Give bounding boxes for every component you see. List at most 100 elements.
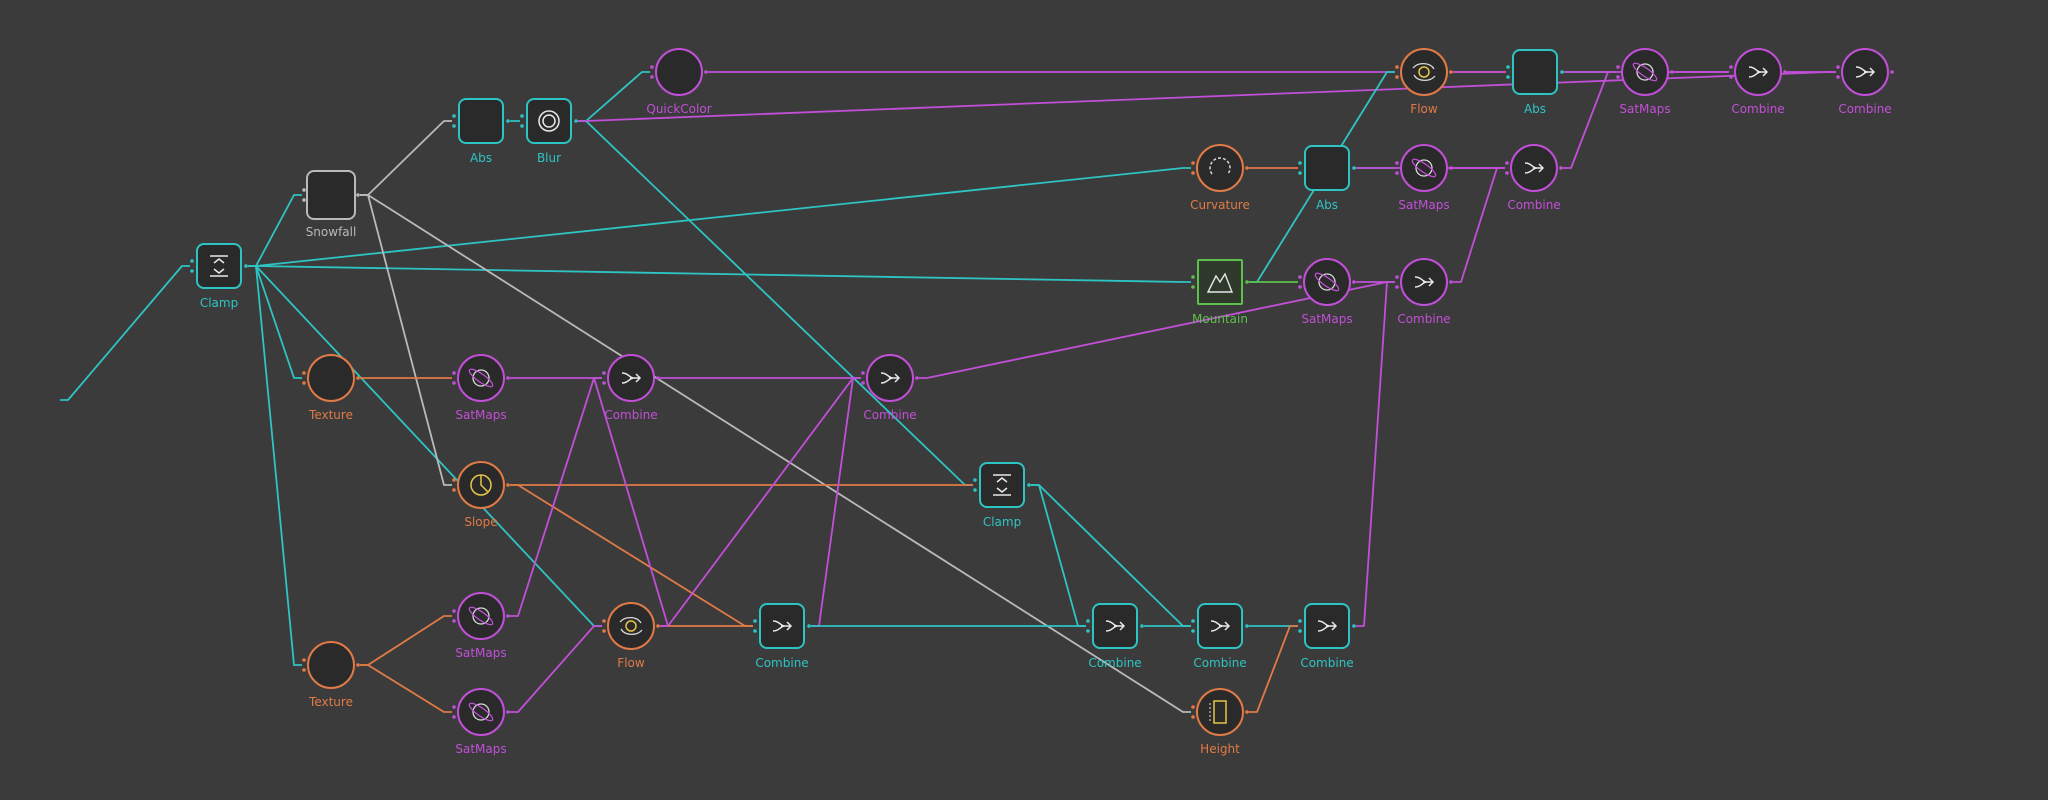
input-port[interactable] — [1395, 171, 1399, 175]
node-combine5[interactable]: Combine — [602, 354, 660, 422]
node-abs3[interactable]: Abs — [1298, 145, 1356, 212]
input-port[interactable] — [1395, 275, 1399, 279]
input-port[interactable] — [1298, 619, 1302, 623]
node-body[interactable] — [1196, 688, 1244, 736]
node-combine2[interactable]: Combine — [1836, 48, 1894, 116]
input-port[interactable] — [753, 629, 757, 633]
input-port[interactable] — [452, 381, 456, 385]
input-port[interactable] — [602, 619, 606, 623]
output-port[interactable] — [915, 376, 919, 380]
output-port[interactable] — [1245, 624, 1249, 628]
input-port[interactable] — [753, 619, 757, 623]
node-abs2[interactable]: Abs — [1506, 49, 1564, 116]
input-port[interactable] — [452, 619, 456, 623]
output-port[interactable] — [1670, 70, 1674, 74]
input-port[interactable] — [452, 609, 456, 613]
node-combine10[interactable]: Combine — [1298, 603, 1356, 670]
connection-texture2-to-satmaps6[interactable] — [360, 664, 452, 713]
output-port[interactable] — [356, 376, 360, 380]
node-mountain[interactable]: Mountain — [1191, 259, 1249, 326]
input-port[interactable] — [602, 629, 606, 633]
input-port[interactable] — [1086, 629, 1090, 633]
input-port[interactable] — [1836, 65, 1840, 69]
input-port[interactable] — [1729, 65, 1733, 69]
node-satmaps5[interactable]: SatMaps — [452, 592, 510, 660]
node-clamp1[interactable]: Clamp — [190, 243, 248, 310]
input-port[interactable] — [1506, 65, 1510, 69]
node-body[interactable] — [458, 98, 504, 144]
node-combine7[interactable]: Combine — [753, 603, 811, 670]
input-port[interactable] — [1506, 75, 1510, 79]
node-texture1[interactable]: Texture — [302, 354, 360, 422]
connection-combine10-to-combine4[interactable] — [1356, 281, 1395, 627]
node-body[interactable] — [1621, 48, 1669, 96]
output-port[interactable] — [356, 663, 360, 667]
output-port[interactable] — [1352, 624, 1356, 628]
node-flow2[interactable]: Flow — [602, 602, 660, 670]
input-port[interactable] — [1505, 171, 1509, 175]
input-port[interactable] — [302, 381, 306, 385]
input-port[interactable] — [1836, 75, 1840, 79]
connection-height-to-combine10[interactable] — [1249, 625, 1298, 713]
input-port[interactable] — [973, 488, 977, 492]
node-body[interactable] — [306, 170, 356, 220]
output-port[interactable] — [506, 119, 510, 123]
output-port[interactable] — [1449, 70, 1453, 74]
input-port[interactable] — [1191, 619, 1195, 623]
node-combine9[interactable]: Combine — [1191, 603, 1249, 670]
output-port[interactable] — [1352, 166, 1356, 170]
output-port[interactable] — [1449, 166, 1453, 170]
input-port[interactable] — [1191, 705, 1195, 709]
output-port[interactable] — [1140, 624, 1144, 628]
input-port[interactable] — [1395, 285, 1399, 289]
input-port[interactable] — [452, 114, 456, 118]
node-satmaps6[interactable]: SatMaps — [452, 688, 510, 756]
input-port[interactable] — [1191, 285, 1195, 289]
node-satmaps2[interactable]: SatMaps — [1395, 144, 1453, 212]
output-port[interactable] — [656, 376, 660, 380]
input-port[interactable] — [1298, 171, 1302, 175]
input-port[interactable] — [1086, 619, 1090, 623]
input-port[interactable] — [1505, 161, 1509, 165]
output-port[interactable] — [1245, 280, 1249, 284]
input-port[interactable] — [452, 705, 456, 709]
output-port[interactable] — [1559, 166, 1563, 170]
input-port[interactable] — [1191, 171, 1195, 175]
output-port[interactable] — [1245, 166, 1249, 170]
connection-combine4-to-combine3[interactable] — [1453, 167, 1505, 283]
input-port[interactable] — [1298, 285, 1302, 289]
input-port[interactable] — [1395, 75, 1399, 79]
output-port[interactable] — [656, 624, 660, 628]
input-port[interactable] — [650, 65, 654, 69]
input-port[interactable] — [1191, 629, 1195, 633]
node-body[interactable] — [607, 602, 655, 650]
node-combine1[interactable]: Combine — [1729, 48, 1787, 116]
node-body[interactable] — [1303, 258, 1351, 306]
connection-combine3-to-satmaps1[interactable] — [1563, 71, 1616, 169]
node-quickcolor[interactable]: QuickColor — [646, 48, 712, 116]
input-port[interactable] — [190, 269, 194, 273]
node-body[interactable] — [979, 462, 1025, 508]
node-body[interactable] — [457, 592, 505, 640]
input-port[interactable] — [1729, 75, 1733, 79]
connection-satmaps6-to-flow2[interactable] — [510, 625, 602, 713]
input-port[interactable] — [1616, 75, 1620, 79]
output-port[interactable] — [1352, 280, 1356, 284]
input-port[interactable] — [452, 488, 456, 492]
output-port[interactable] — [1890, 70, 1894, 74]
node-body[interactable] — [307, 641, 355, 689]
node-snowfall[interactable]: Snowfall — [302, 170, 360, 239]
input-port[interactable] — [1298, 161, 1302, 165]
input-port[interactable] — [1298, 629, 1302, 633]
node-combine6[interactable]: Combine — [861, 354, 919, 422]
output-port[interactable] — [1560, 70, 1564, 74]
output-port[interactable] — [356, 193, 360, 197]
node-abs1[interactable]: Abs — [452, 98, 510, 165]
node-body[interactable] — [1512, 49, 1558, 95]
node-body[interactable] — [457, 354, 505, 402]
output-port[interactable] — [506, 483, 510, 487]
input-port[interactable] — [1191, 275, 1195, 279]
node-body[interactable] — [655, 48, 703, 96]
input-port[interactable] — [452, 715, 456, 719]
